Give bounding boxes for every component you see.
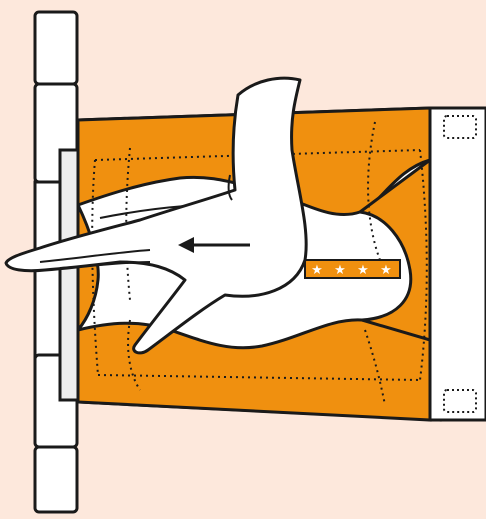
tab-strip <box>430 108 486 420</box>
star-2: ★ <box>334 263 346 278</box>
star-4: ★ <box>380 263 392 278</box>
star-strip: ★ ★ ★ ★ <box>305 260 400 278</box>
star-3: ★ <box>357 263 369 278</box>
star-1: ★ <box>311 263 323 278</box>
